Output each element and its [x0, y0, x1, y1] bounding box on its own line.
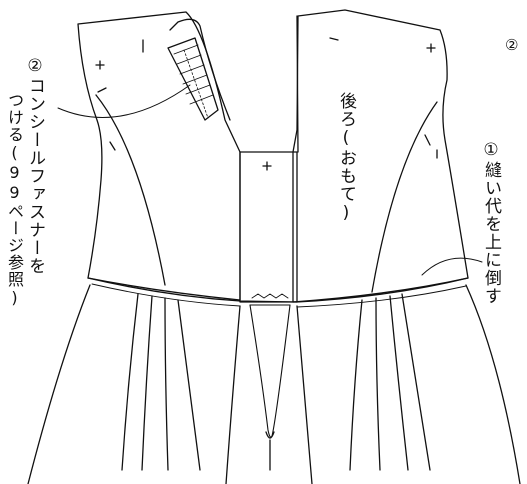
zipper-note: ②コンシールファスナーを — [25, 56, 45, 275]
skirt-right-pleat-1 — [349, 299, 363, 471]
right-dart-line — [371, 101, 438, 293]
skirt-center-left — [225, 305, 241, 484]
zipper-pull — [265, 431, 275, 471]
zipper-stitch-2 — [176, 54, 214, 105]
left-facing-fold — [169, 18, 231, 121]
skirt-left-pleat-1 — [121, 293, 139, 471]
waist-lower-line — [91, 283, 467, 308]
left-mark-2 — [97, 87, 107, 93]
skirt-right-edge — [465, 284, 521, 484]
skirt-left-pleat-2 — [141, 295, 153, 471]
skirt-right-pleat-3 — [389, 295, 409, 471]
left-mark-3 — [109, 141, 116, 151]
right-mark-1 — [426, 43, 436, 53]
right-seam-short — [329, 37, 339, 41]
left-dart-line — [95, 94, 166, 286]
zipper-note-line2: つける(99ページ参照) — [5, 92, 24, 308]
right-inner-edge — [296, 15, 299, 153]
skirt-center-right — [296, 305, 313, 484]
zipper-note-2: つける(99ページ参照) — [5, 92, 24, 308]
center-zipper-dashed — [251, 293, 289, 299]
right-bodice-outline — [292, 9, 469, 303]
skirt-right-pleat-4 — [401, 293, 431, 471]
left-mark-1 — [95, 60, 105, 70]
skirt-left-pleat-4 — [177, 299, 201, 471]
right-mark-2 — [424, 134, 431, 146]
center-zipper-line — [249, 304, 291, 438]
seam-note: ①縫い代を上に倒す — [481, 140, 501, 305]
step-number: ② — [505, 36, 519, 54]
waist-seam — [87, 277, 469, 303]
zipper-stitch-1 — [173, 44, 199, 55]
zipper-note-line1: ②コンシールファスナーを — [25, 56, 45, 275]
leader-line-seam — [421, 257, 483, 276]
center-panel — [239, 151, 298, 303]
skirt-right-pleat-2 — [375, 297, 381, 471]
skirt-left-pleat-3 — [164, 297, 169, 471]
skirt-left-edge — [27, 284, 91, 484]
zipper-teeth — [183, 49, 209, 119]
zipper-tape-outline — [167, 37, 219, 121]
back-label: 後ろ(おもて) — [336, 92, 356, 224]
leader-line-zipper — [57, 84, 191, 118]
center-mark — [262, 161, 272, 171]
